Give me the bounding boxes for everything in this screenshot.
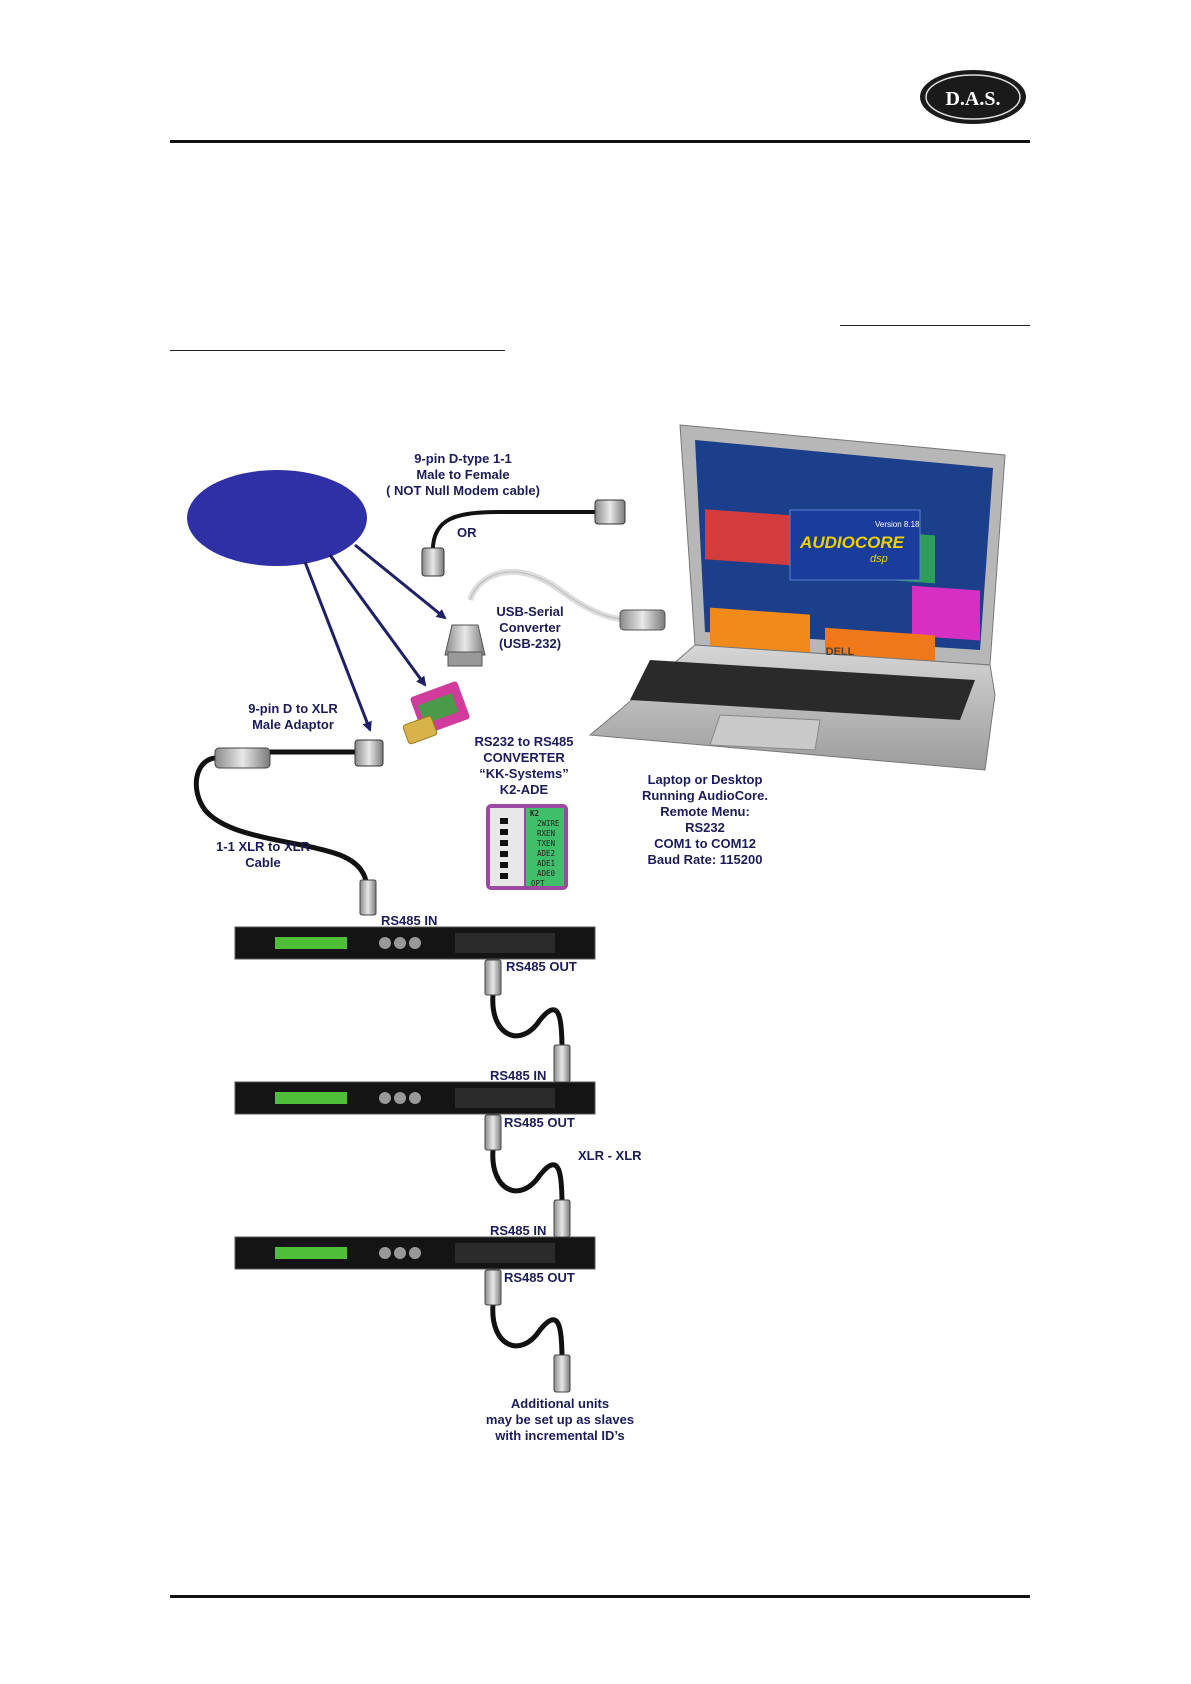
underline-b — [170, 350, 505, 351]
laptop-label-2: Running AudioCore. — [642, 788, 768, 803]
dtype-cable — [421, 499, 626, 577]
xlr-cable-label-2: Cable — [245, 855, 280, 870]
laptop-label-1: Laptop or Desktop — [648, 772, 763, 787]
usb-label-1: USB-Serial — [496, 604, 563, 619]
switch-ade2: ADE2 — [537, 849, 555, 858]
laptop-label-4: RS232 — [685, 820, 725, 835]
laptop-label-6: Baud Rate: 115200 — [648, 852, 763, 867]
rs485-out-label-1: RS485 OUT — [506, 959, 577, 974]
converter-label-2: CONVERTER — [483, 750, 565, 765]
laptop: AUDIOCORE dsp Version 8.18 DELL — [588, 424, 1006, 771]
laptop-brand: DELL — [826, 646, 855, 658]
xlr-cable-label-1: 1-1 XLR to XLR — [216, 839, 311, 854]
additional-label-2: may be set up as slaves — [486, 1412, 634, 1427]
rack-unit-3 — [234, 1236, 596, 1270]
laptop-label-5: COM1 to COM12 — [654, 836, 756, 851]
xlr-adaptor-cable — [193, 739, 384, 916]
or-label: OR — [457, 525, 477, 540]
dip-switch-module: K2 2WIRE RXEN TXEN ADE2 ADE1 ADE0 OPT — [486, 804, 568, 890]
switch-txen: TXEN — [537, 839, 555, 848]
header-rule — [170, 140, 1030, 143]
converter-label-3: “KK-Systems” — [479, 766, 569, 781]
screen-title: AUDIOCORE — [799, 533, 905, 552]
switch-2wire: 2WIRE — [537, 819, 560, 828]
additional-label-1: Additional units — [511, 1396, 609, 1411]
cable-label-1: 9-pin D-type 1-1 — [414, 451, 512, 466]
adaptor-label-2: Male Adaptor — [252, 717, 334, 732]
rs485-out-label-3: RS485 OUT — [504, 1270, 575, 1285]
rs485-in-label-3: RS485 IN — [490, 1223, 546, 1238]
usb-label-3: (USB-232) — [499, 636, 561, 651]
xlr-xlr-label: XLR - XLR — [578, 1148, 642, 1163]
xlr-connectors — [484, 959, 571, 1393]
switch-ade1: ADE1 — [537, 859, 555, 868]
switch-opt: OPT — [531, 879, 545, 888]
screen-version: Version 8.18 — [875, 520, 920, 529]
rs485-in-label-1: RS485 IN — [381, 913, 437, 928]
underline-a — [840, 325, 1030, 326]
converter-label-4: K2-ADE — [500, 782, 549, 797]
usb-serial-converter — [444, 568, 666, 667]
cable-label-3: ( NOT Null Modem cable) — [386, 483, 540, 498]
das-logo: D.A.S. — [920, 70, 1026, 124]
adaptor-label-1: 9-pin D to XLR — [248, 701, 338, 716]
screen-subtitle: dsp — [870, 553, 888, 565]
rack-unit-2 — [234, 1081, 596, 1115]
switch-rxen: RXEN — [537, 829, 555, 838]
rs485-out-label-2: RS485 OUT — [504, 1115, 575, 1130]
usb-label-2: Converter — [499, 620, 560, 635]
laptop-label-3: Remote Menu: — [660, 804, 750, 819]
rack-unit-1 — [234, 926, 596, 960]
additional-label-3: with incremental ID’s — [494, 1428, 625, 1443]
cable-label-2: Male to Female — [416, 467, 509, 482]
xlr-link-cables — [490, 994, 565, 1361]
switch-ade0: ADE0 — [537, 869, 556, 878]
rs485-in-label-2: RS485 IN — [490, 1068, 546, 1083]
converter-brand: K2 — [530, 809, 539, 818]
logo-text: D.A.S. — [945, 88, 1000, 110]
blue-ellipse — [187, 470, 367, 566]
footer-rule — [170, 1595, 1030, 1598]
converter-label-1: RS232 to RS485 — [475, 734, 574, 749]
ellipse-arrows — [303, 543, 447, 732]
rs232-rs485-converter — [402, 681, 470, 745]
